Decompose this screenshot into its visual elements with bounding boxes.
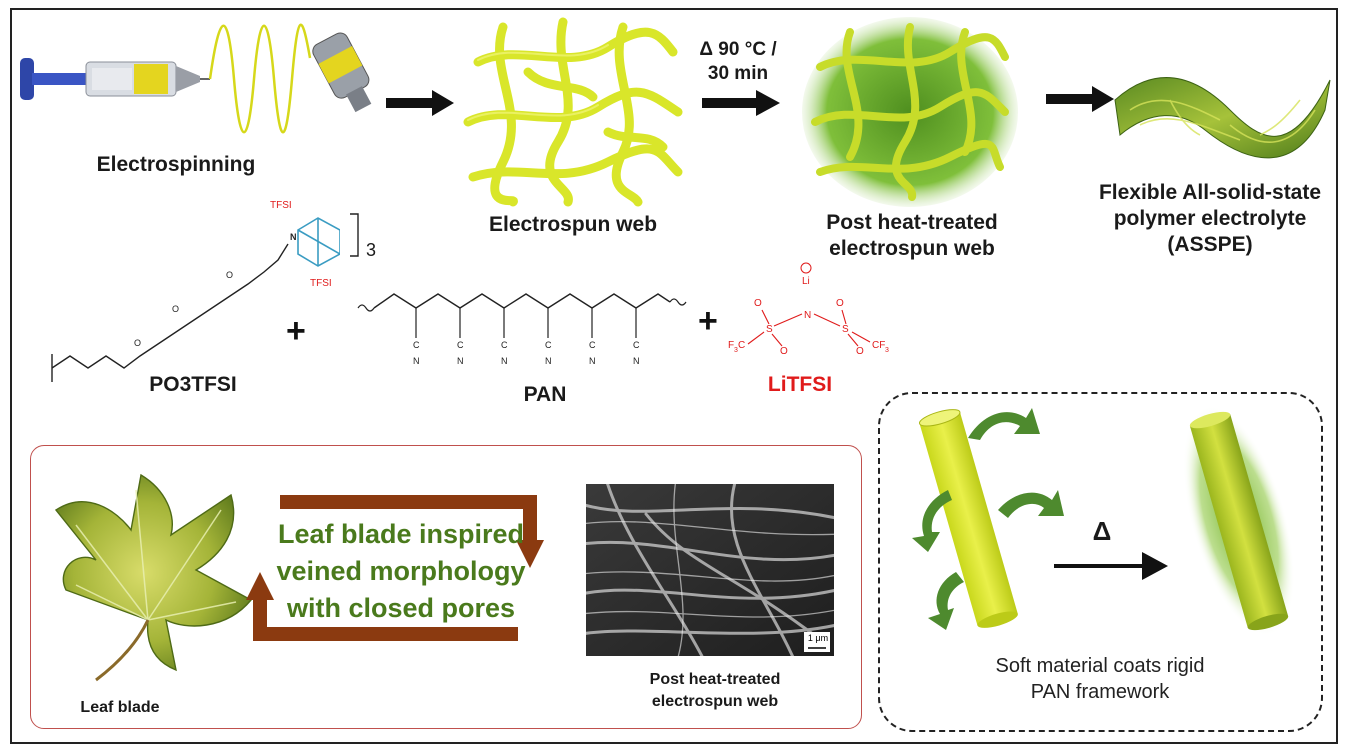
inspiration-text-line3: with closed pores <box>286 593 516 623</box>
svg-text:S: S <box>842 324 849 335</box>
process-arrow-3 <box>1046 86 1114 112</box>
plus-sign-2: + <box>698 302 718 340</box>
litfsi-label: LiTFSI <box>767 373 833 396</box>
svg-text:N: N <box>633 356 640 366</box>
scale-bar-label: 1 μm <box>807 633 829 643</box>
inspiration-text-line2: veined morphology <box>276 556 526 586</box>
post-heat-web-label-line1: Post heat-treated <box>826 211 998 234</box>
lithium-ion: Li <box>802 276 810 287</box>
svg-text:3: 3 <box>885 347 889 354</box>
svg-text:S: S <box>766 324 773 335</box>
flexible-assppe-label-line1: Flexible All-solid-state <box>1098 181 1322 204</box>
svg-text:C: C <box>501 340 508 350</box>
svg-text:O: O <box>856 346 864 357</box>
sem-label-line1: Post heat-treated <box>649 671 781 688</box>
tfsi-anion-1: TFSI <box>270 200 292 211</box>
post-heat-web-illustration <box>802 17 1018 207</box>
electrospun-web-label: Electrospun web <box>488 213 658 236</box>
electrospinning-setup <box>20 23 372 134</box>
svg-text:O: O <box>226 270 233 280</box>
svg-text:N: N <box>545 356 552 366</box>
mechanism-caption-line2: PAN framework <box>1030 681 1170 703</box>
electrospun-web-illustration <box>463 17 683 207</box>
svg-text:N: N <box>413 356 420 366</box>
svg-text:C: C <box>545 340 552 350</box>
inspiration-loop-arrows <box>246 495 544 641</box>
svg-text:C: C <box>413 340 420 350</box>
svg-text:O: O <box>172 304 179 314</box>
svg-text:C: C <box>457 340 464 350</box>
svg-text:N: N <box>804 310 811 321</box>
svg-text:CF: CF <box>872 340 885 351</box>
svg-text:N: N <box>290 232 297 242</box>
polymer-bracket <box>350 213 359 257</box>
flexible-membrane-illustration <box>1114 77 1331 159</box>
mechanism-caption-line1: Soft material coats rigid <box>995 655 1205 677</box>
sem-label-line2: electrospun web <box>651 693 779 710</box>
post-heat-web-label-line2: electrospun web <box>829 237 995 260</box>
svg-text:C: C <box>738 340 745 351</box>
svg-text:C: C <box>589 340 596 350</box>
svg-text:O: O <box>836 298 844 309</box>
process-arrow-1 <box>386 90 454 116</box>
plus-sign-1: + <box>286 312 306 350</box>
leaf-inspiration-panel <box>30 445 862 729</box>
tfsi-anion-2: TFSI <box>310 278 332 289</box>
heat-condition-line2: 30 min <box>707 63 769 84</box>
flexible-assppe-label-line3: (ASSPE) <box>1167 233 1253 256</box>
process-arrow-2 <box>702 90 780 116</box>
figure-frame <box>10 8 1338 744</box>
svg-text:N: N <box>501 356 508 366</box>
coating-mechanism-panel <box>878 392 1323 732</box>
rigid-fiber-with-arrows <box>912 408 1064 630</box>
svg-text:C: C <box>633 340 640 350</box>
svg-text:F: F <box>728 340 734 351</box>
heat-arrow <box>1054 552 1168 580</box>
electrospinning-label: Electrospinning <box>96 153 256 176</box>
polymer-subscript-3: 3 <box>366 240 377 260</box>
sem-micrograph <box>586 484 834 656</box>
heat-delta-symbol: Δ <box>1092 516 1112 546</box>
svg-text:N: N <box>457 356 464 366</box>
leaf-illustration <box>54 473 253 682</box>
svg-text:O: O <box>134 338 141 348</box>
pan-label: PAN <box>523 383 567 406</box>
heat-condition-line1: Δ 90 °C / <box>699 39 777 60</box>
pan-structure: CN CN CN CN CN CN <box>357 293 687 366</box>
po3tfsi-label: PO3TFSI <box>149 373 237 396</box>
coated-fiber <box>1170 403 1308 639</box>
svg-text:3: 3 <box>734 347 738 354</box>
svg-text:O: O <box>754 298 762 309</box>
svg-text:N: N <box>589 356 596 366</box>
svg-text:O: O <box>780 346 788 357</box>
po3tfsi-structure: O O O N TFSI TFSI <box>51 200 340 382</box>
inspiration-text-line1: Leaf blade inspired <box>277 519 525 549</box>
flexible-assppe-label-line2: polymer electrolyte <box>1113 207 1307 230</box>
leaf-blade-label: Leaf blade <box>80 699 160 716</box>
